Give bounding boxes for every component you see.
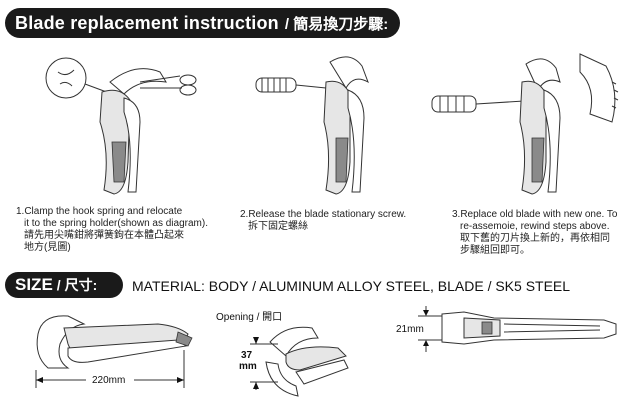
spring-detail [57, 69, 75, 87]
handle-grip [111, 141, 127, 183]
screwdriver-handle [431, 95, 477, 113]
handle-grip [335, 137, 349, 183]
cutter-jaw [329, 56, 369, 89]
opening-label: Opening / 開口 [216, 312, 283, 323]
step1-chinese-2: 地方(見圖) [24, 242, 71, 253]
cutter-jaw [36, 315, 86, 369]
cutter-back-handle [67, 339, 188, 363]
cutter-back-handle [123, 97, 141, 193]
step1-line2: it to the spring holder(shown as diagram… [24, 218, 208, 229]
size-title: SIZE [15, 275, 53, 294]
opening-diagram [250, 326, 349, 397]
cutter-back-handle [543, 89, 561, 193]
cutter-upper-jaw [269, 326, 319, 357]
step2-line1: 2.Release the blade stationary screw. [240, 209, 407, 220]
material-spec: MATERIAL: BODY / ALUMINUM ALLOY STEEL, B… [132, 278, 571, 294]
step1-text: 1.Clamp the hook spring and relocate it … [16, 206, 208, 254]
step1-line1: 1.Clamp the hook spring and relocate [16, 206, 183, 217]
step3-line1: 3.Replace old blade with new one. To [452, 209, 618, 220]
cutter-pivot [481, 321, 493, 335]
size-title-chinese: / 尺寸: [56, 277, 98, 293]
step1-illustration [45, 57, 197, 195]
replacement-blade [579, 53, 616, 123]
step2-text: 2.Release the blade stationary screw. 拆下… [240, 209, 406, 233]
cutter-back-handle [295, 359, 349, 385]
cutter-handle [285, 346, 347, 371]
length-diagram [35, 315, 193, 388]
pliers [139, 75, 182, 89]
cutter-back-handle [347, 89, 365, 193]
step3-line2: re-assemoie, rewind steps above. [460, 221, 610, 232]
cutter-lower-jaw [265, 361, 299, 397]
step3-text: 3.Replace old blade with new one. To re-… [452, 209, 617, 257]
opening-unit: mm [239, 361, 257, 372]
step1-chinese-1: 請先用尖嘴鉗將彈簧鉤在本體凸起來 [24, 230, 184, 241]
thickness-label: 21mm [396, 324, 424, 335]
thickness-diagram [418, 306, 617, 352]
instruction-title: Blade replacement instruction [15, 12, 279, 33]
step3-illustration [431, 53, 619, 195]
step2-chinese-1: 拆下固定螺絲 [248, 221, 308, 232]
step2-illustration [255, 56, 369, 195]
size-title-banner: SIZE / 尺寸: [5, 272, 123, 298]
step3-chinese-2: 步驟組回即可。 [460, 245, 530, 256]
step3-chinese-1: 取下舊的刀片換上新的，再依相同 [460, 233, 610, 244]
opening-value: 37 [241, 350, 253, 361]
cutter-jaw [109, 68, 167, 95]
handle-tip [175, 331, 193, 347]
length-label: 220mm [92, 375, 126, 386]
handle-grip [531, 137, 545, 183]
magnifier-circle [45, 57, 87, 99]
instruction-title-chinese: / 簡易換刀步驟: [284, 15, 389, 33]
instruction-title-banner: Blade replacement instruction / 簡易換刀步驟: [5, 8, 401, 38]
